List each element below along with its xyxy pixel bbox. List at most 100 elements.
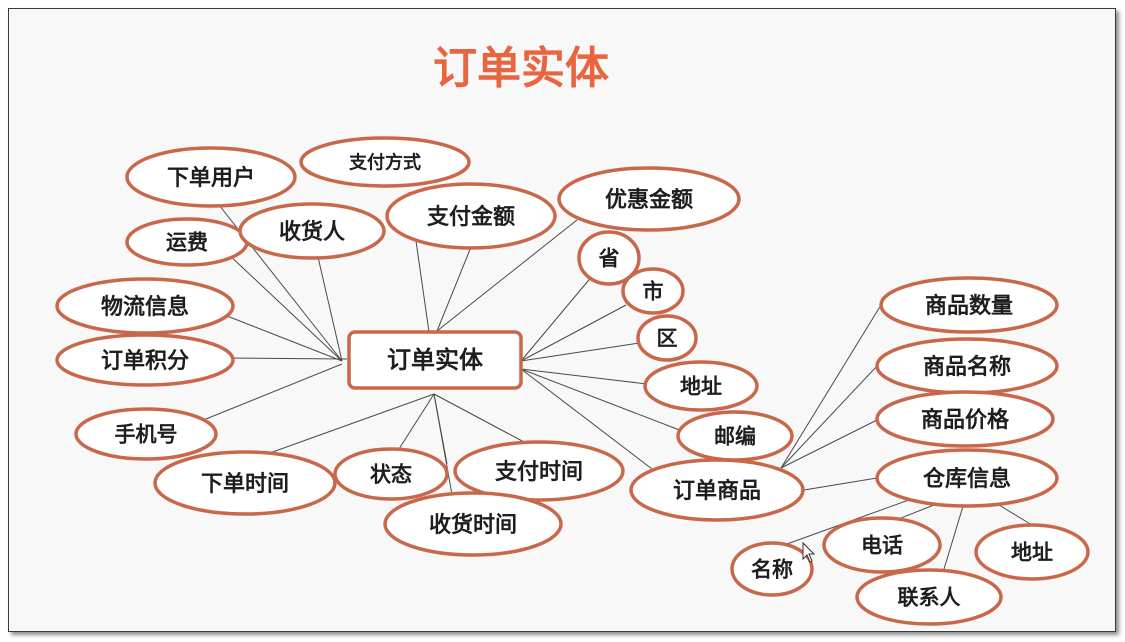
attribute-label: 市 [643, 280, 664, 304]
relation-line [266, 393, 435, 455]
attribute-node: 省 [577, 230, 641, 286]
attribute-node: 下单用户 [125, 146, 297, 208]
attribute-ellipse [621, 267, 685, 315]
attribute-ellipse [636, 314, 698, 362]
relation-line [943, 502, 965, 570]
relation-line [226, 357, 348, 360]
relation-line [780, 304, 882, 469]
node-layer: 下单用户支付方式运费收货人支付金额优惠金额物流信息订单积分手机号下单时间状态支付… [55, 136, 1090, 626]
attribute-node: 收货人 [238, 202, 386, 260]
er-diagram: 订单实体 下单用户支付方式运费收货人支付金额优惠金额物流信息订单积分手机号下单时… [55, 43, 1090, 626]
attribute-node: 仓库信息 [875, 448, 1059, 508]
attribute-ellipse [453, 440, 625, 502]
attribute-label: 联系人 [898, 586, 961, 610]
attribute-node: 邮编 [676, 410, 794, 462]
relation-line [398, 393, 435, 450]
relation-line [436, 219, 578, 332]
attribute-node: 状态 [333, 447, 449, 501]
attribute-node: 订单商品 [629, 458, 805, 522]
attribute-ellipse [855, 568, 1003, 626]
attribute-label: 订单积分 [101, 349, 189, 374]
mouse-cursor-icon [802, 541, 816, 563]
attribute-ellipse [643, 360, 759, 412]
attribute-ellipse [879, 276, 1059, 334]
attribute-node: 物流信息 [55, 277, 235, 335]
attribute-label: 订单商品 [673, 478, 761, 504]
relation-line [803, 477, 878, 491]
attribute-label: 省 [598, 247, 620, 271]
attribute-ellipse [577, 230, 641, 286]
attribute-label: 商品名称 [923, 354, 1011, 380]
attribute-ellipse [333, 447, 449, 501]
relation-line [520, 342, 640, 362]
attribute-ellipse [629, 458, 805, 522]
attribute-node: 电话 [822, 516, 942, 574]
attribute-node: 商品名称 [875, 337, 1059, 395]
relation-line [436, 246, 472, 332]
attribute-label: 优惠金额 [605, 187, 693, 213]
relation-line [433, 393, 448, 465]
entity-node: 订单实体 [347, 330, 523, 390]
relation-line [200, 363, 343, 422]
attribute-ellipse [875, 448, 1059, 508]
attribute-node: 下单时间 [153, 450, 337, 516]
attribute-label: 状态 [370, 463, 412, 487]
attribute-ellipse [822, 516, 942, 574]
attribute-label: 下单用户 [167, 165, 255, 191]
attribute-ellipse [55, 277, 235, 335]
attribute-label: 收货人 [279, 219, 345, 245]
attribute-ellipse [875, 390, 1055, 448]
attribute-node: 地址 [974, 523, 1090, 581]
attribute-ellipse [974, 523, 1090, 581]
attribute-node: 优惠金额 [557, 166, 741, 232]
relation-line [226, 252, 343, 362]
attribute-label: 支付时间 [495, 460, 583, 485]
attribute-node: 市 [621, 267, 685, 315]
relation-line [520, 274, 594, 362]
relation-line [520, 304, 627, 362]
relation-line [433, 393, 525, 443]
attribute-node: 订单积分 [55, 333, 235, 387]
attribute-node: 名称 [730, 541, 814, 597]
attribute-label: 地址 [680, 375, 722, 399]
attribute-label: 邮编 [714, 425, 756, 449]
attribute-ellipse [557, 166, 741, 232]
attribute-label: 地址 [1011, 541, 1053, 565]
attribute-ellipse [238, 202, 386, 260]
page-title: 订单实体 [433, 43, 609, 94]
attribute-ellipse [299, 136, 471, 188]
attribute-ellipse [730, 541, 814, 597]
attribute-ellipse [74, 407, 218, 461]
entity-label: 订单实体 [387, 346, 484, 374]
attribute-label: 支付金额 [427, 204, 515, 230]
attribute-ellipse [383, 491, 563, 557]
attribute-node: 收货时间 [383, 491, 563, 557]
relation-line [317, 256, 343, 362]
relation-line [226, 315, 343, 362]
attribute-node: 支付金额 [385, 182, 557, 250]
attribute-label: 手机号 [115, 423, 178, 447]
attribute-node: 商品价格 [875, 390, 1055, 448]
attribute-node: 区 [636, 314, 698, 362]
relation-line [780, 365, 878, 469]
attribute-node: 支付方式 [299, 136, 471, 188]
attribute-label: 电话 [861, 534, 903, 558]
relation-line [520, 368, 653, 470]
relation-line [780, 418, 880, 469]
attribute-label: 名称 [751, 558, 793, 582]
attribute-label: 支付方式 [348, 151, 421, 173]
attribute-node: 手机号 [74, 407, 218, 461]
attribute-label: 商品数量 [925, 293, 1013, 319]
attribute-node: 支付时间 [453, 440, 625, 502]
relation-line [520, 368, 648, 385]
attribute-ellipse [125, 146, 297, 208]
attribute-label: 下单时间 [201, 472, 289, 497]
attribute-label: 区 [657, 327, 678, 351]
attribute-label: 收货时间 [429, 512, 517, 538]
attribute-label: 仓库信息 [922, 466, 1011, 492]
attribute-node: 商品数量 [879, 276, 1059, 334]
attribute-node: 地址 [643, 360, 759, 412]
attribute-ellipse [385, 182, 557, 250]
slide-frame: 订单实体 下单用户支付方式运费收货人支付金额优惠金额物流信息订单积分手机号下单时… [8, 8, 1116, 632]
attribute-label: 商品价格 [921, 407, 1010, 433]
